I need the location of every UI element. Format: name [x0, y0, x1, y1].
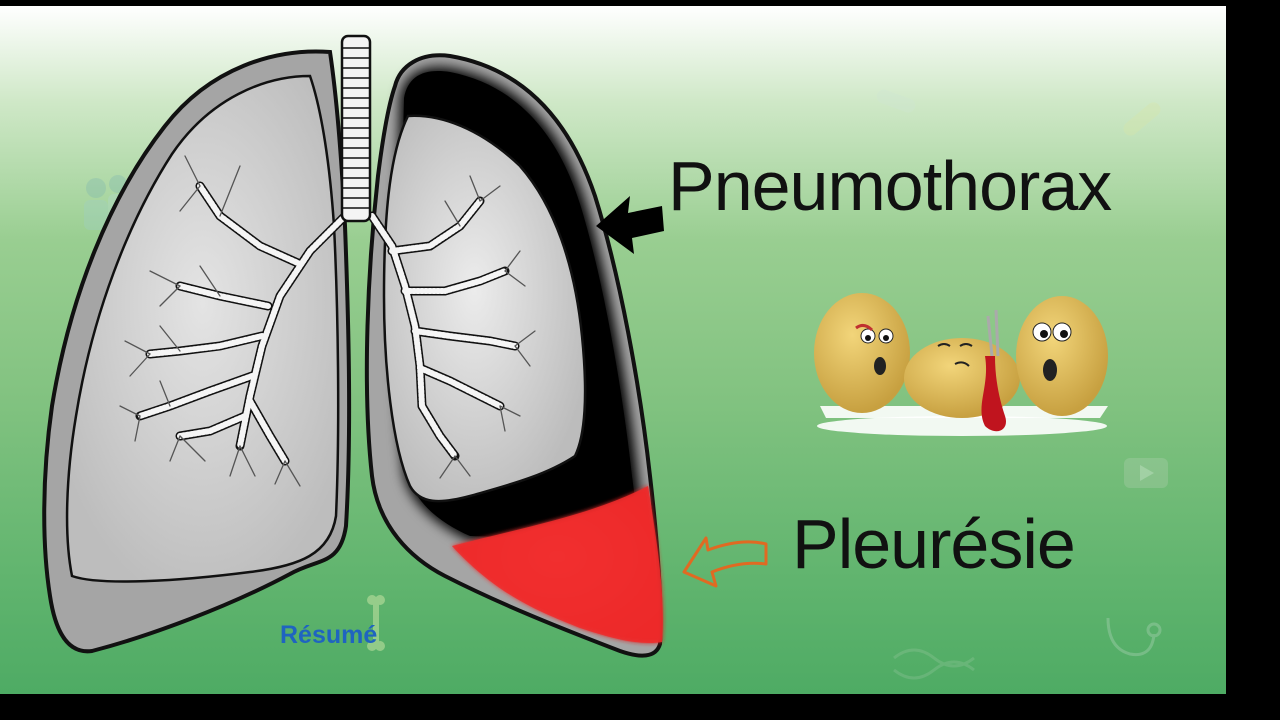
pleuresie-arrow: [682, 536, 768, 588]
pleuresie-label: Pleurésie: [792, 505, 1076, 583]
stethoscope-icon: [1106, 617, 1162, 657]
pills-icon: [876, 89, 1161, 136]
right-lung: [364, 53, 663, 658]
potato-characters-icon: [814, 293, 1108, 436]
pneumothorax-arrow: [596, 196, 664, 254]
youtube-icon: [1124, 458, 1168, 488]
slide-canvas: Pneumothorax Pleurésie Résumé: [0, 6, 1226, 694]
bone-icon: [367, 595, 385, 651]
right-bronchial-tree: [367, 175, 536, 479]
trachea-icon: [340, 34, 372, 223]
pneumothorax-label: Pneumothorax: [668, 147, 1112, 225]
resume-link[interactable]: Résumé: [280, 621, 378, 649]
lung-diagram: [42, 34, 1168, 680]
dna-icon: [893, 648, 975, 680]
left-bronchial-tree: [119, 155, 350, 487]
